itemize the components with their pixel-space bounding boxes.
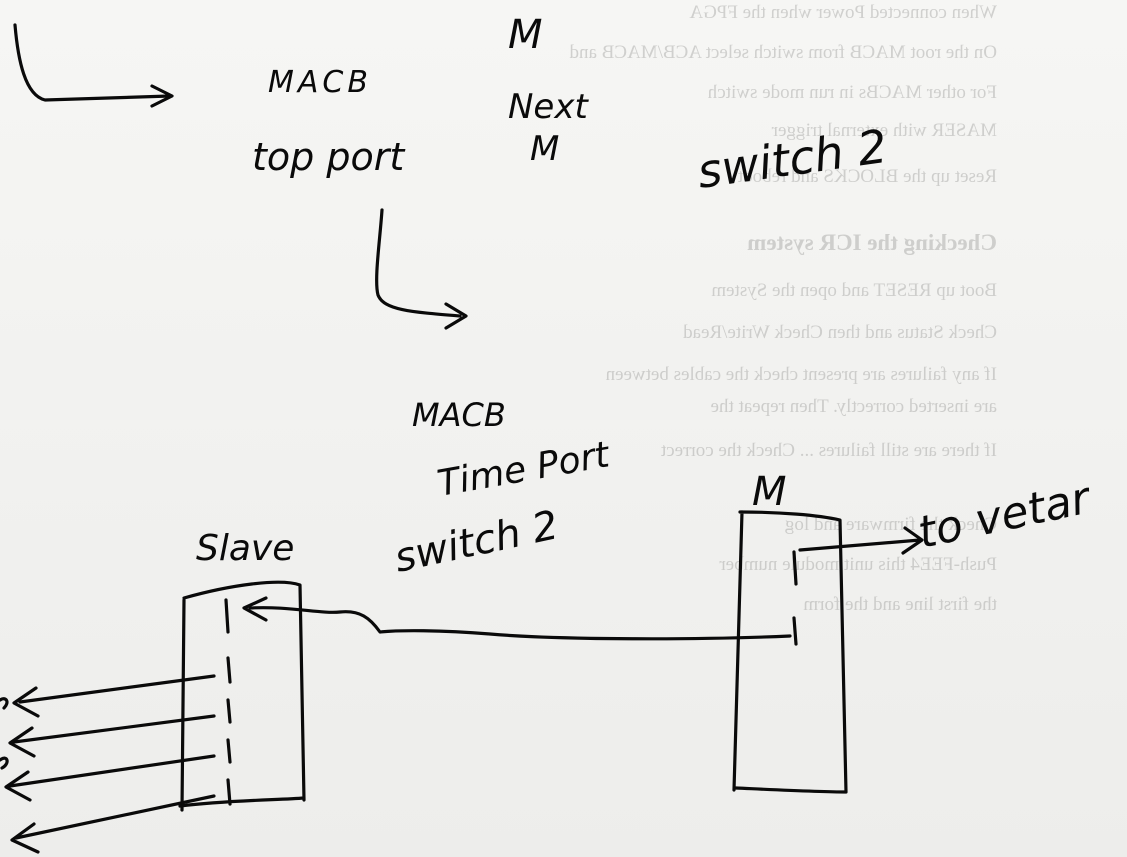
fanout-arrowhead [12,686,40,718]
master-box [732,510,848,794]
top-left-arrow [13,23,172,102]
master-to-slave-arrowhead [242,596,268,622]
bleed-line: the first line and the form [803,594,997,615]
bleed-through-text: When connected Power when the FPGA On th… [569,2,997,615]
next-label: Next [508,87,589,127]
bleed-line: Push-FEE4 this unit module number [719,554,997,575]
bleed-line: If there are still failures ... Check th… [660,440,997,461]
fanout-arrowhead [10,822,40,854]
fanout-arrow [14,794,216,840]
to-vetar-arrowhead [901,526,924,555]
bleed-line: MASER with external trigger [771,120,997,141]
master-port-tick [792,550,798,586]
macb-mid-label: MACB [412,396,506,434]
slave-port-tick [226,698,232,724]
fanout-arrowhead [8,726,36,758]
next-m-label: M [530,129,559,169]
time-port-label: Time Port [434,434,614,505]
fanout-arrowhead [4,770,32,802]
edge-mark [0,697,9,710]
top-m-label: M [508,12,543,58]
edge-mark [0,756,9,770]
switch2-mid-label: switch 2 [391,502,563,581]
right-m-label: M [752,469,787,515]
slave-label: Slave [196,528,294,569]
master-port-tick [792,616,798,646]
master-to-slave-arrow [248,606,792,641]
bleed-line: Boot up RESET and open the System [711,280,997,301]
to-vetar-arrow [798,538,922,552]
fanout-arrows [4,674,216,854]
fanout-arrow [12,714,216,744]
slave-port-tick [224,598,230,634]
slave-ports [224,598,232,806]
slave-box [178,580,306,812]
bleed-line: If any failures are present check the ca… [605,364,997,385]
top-port-label: top port [252,135,406,179]
slave-port-tick [226,656,232,684]
bleed-line: Checking the ICR system [747,230,997,255]
slave-port-tick [226,778,232,806]
fanout-arrow [8,754,216,788]
bleed-line: Check Status and then Check Write/Read [683,322,997,343]
bleed-line: For other MACBs in run mode switch [707,82,997,103]
bleed-line: Reset up the BLOCKS and reboot [737,166,997,187]
middle-arrowhead [444,302,468,330]
slave-port-tick [226,738,232,764]
macb-top-label: MACB [268,65,372,100]
fanout-arrow [18,674,216,704]
top-left-arrowhead [150,84,174,108]
bleed-line: are inserted correctly. Then repeat the [711,396,997,417]
bleed-line: When connected Power when the FPGA [689,2,997,23]
to-vetar-label: to vetar [914,472,1097,559]
middle-arrow [375,208,462,318]
bleed-line: On the root MACB from switch select ACB/… [569,42,997,63]
